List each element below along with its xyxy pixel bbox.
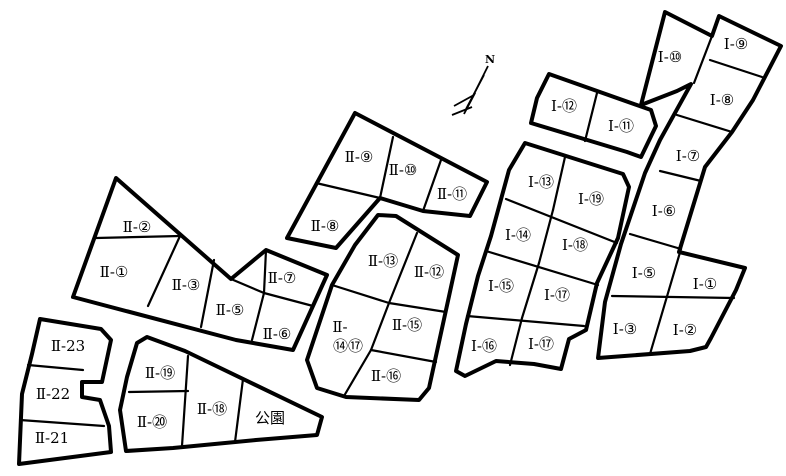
- lot-label-i-17: Ⅰ-⑰: [528, 335, 554, 353]
- block-ii-south: [118, 335, 324, 453]
- lot-label-ii-3: Ⅱ-③: [172, 276, 201, 294]
- lot-label-ii-11: Ⅱ-⑪: [437, 185, 467, 203]
- lot-label-ii-20: Ⅱ-⑳: [137, 413, 167, 431]
- block-ii-southwest: [17, 317, 113, 466]
- lot-label-i-18: Ⅰ-⑰: [544, 286, 570, 304]
- block-ii-center: [305, 213, 460, 402]
- lot-label-ii-10: Ⅱ-⑩: [389, 161, 418, 179]
- lot-label-i-6: Ⅰ-⑥: [652, 202, 676, 220]
- lot-label-ii-16: Ⅱ-⑯: [371, 367, 401, 385]
- lot-label-ii-8: Ⅱ-⑧: [311, 217, 340, 235]
- lot-label-ii-7: Ⅱ-⑦: [268, 269, 297, 287]
- lot-label-i-20: Ⅰ-⑲: [578, 190, 604, 208]
- north-arrow-icon: N: [451, 53, 495, 116]
- lot-label-ii-6: Ⅱ-⑥: [263, 325, 292, 343]
- lot-label-ii-23: Ⅱ-23: [51, 337, 85, 355]
- lot-labels: Ⅱ-② Ⅱ-① Ⅱ-③ Ⅱ-⑤ Ⅱ-⑥ Ⅱ-⑦ Ⅱ-⑧ Ⅱ-⑨ Ⅱ-⑩ Ⅱ-⑪ …: [35, 35, 748, 447]
- lot-label-ii-9: Ⅱ-⑨: [345, 148, 374, 166]
- lot-label-i-13: Ⅰ-⑬: [528, 173, 554, 191]
- lot-label-park: 公園: [255, 409, 285, 427]
- lot-label-i-19: Ⅰ-⑱: [562, 236, 588, 254]
- lot-label-i-15: Ⅰ-⑮: [488, 277, 514, 295]
- lot-label-ii-1: Ⅱ-①: [100, 263, 129, 281]
- lot-label-ii-2: Ⅱ-②: [123, 218, 152, 236]
- lot-label-ii-5: Ⅱ-⑤: [216, 301, 245, 319]
- lot-label-i-5: Ⅰ-⑤: [632, 264, 656, 282]
- lot-divider-lines: [18, 34, 764, 448]
- lot-label-ii-19: Ⅱ-⑲: [145, 364, 175, 382]
- block-ii-north: [285, 111, 489, 250]
- lot-label-ii-15: Ⅱ-⑮: [392, 316, 422, 334]
- lot-label-i-2: Ⅰ-②: [673, 321, 697, 339]
- lot-label-ii-13: Ⅱ-⑬: [368, 252, 398, 270]
- lot-label-i-12: Ⅰ-⑫: [551, 97, 577, 115]
- lot-label-i-16: Ⅰ-⑯: [471, 337, 497, 355]
- lot-label-i-7: Ⅰ-⑦: [676, 147, 700, 165]
- block-i-east: [596, 10, 783, 360]
- lot-label-ii-21: Ⅱ-21: [35, 429, 69, 447]
- block-i-north-strip: [529, 72, 658, 159]
- lot-label-i-3: Ⅰ-③: [613, 320, 637, 338]
- lot-label-i-8: Ⅰ-⑧: [710, 91, 734, 109]
- lot-label-ii-14-17-line1: Ⅱ-: [332, 318, 347, 336]
- north-label: N: [485, 53, 495, 66]
- block-ii-west: [71, 176, 329, 352]
- lot-label-ii-12: Ⅱ-⑫: [414, 263, 444, 281]
- lot-label-i-11: Ⅰ-⑪: [608, 117, 634, 135]
- block-outlines: [17, 10, 783, 466]
- lot-label-ii-18: Ⅱ-⑱: [197, 400, 227, 418]
- lot-label-i-10: Ⅰ-⑩: [658, 48, 682, 66]
- lot-label-ii-14-17-line2: ⑭⑰: [333, 337, 363, 355]
- lot-label-i-14: Ⅰ-⑭: [505, 226, 531, 244]
- lot-label-ii-22: Ⅱ-22: [36, 385, 70, 403]
- lot-label-i-1: Ⅰ-①: [693, 275, 717, 293]
- lot-label-i-9: Ⅰ-⑨: [724, 35, 748, 53]
